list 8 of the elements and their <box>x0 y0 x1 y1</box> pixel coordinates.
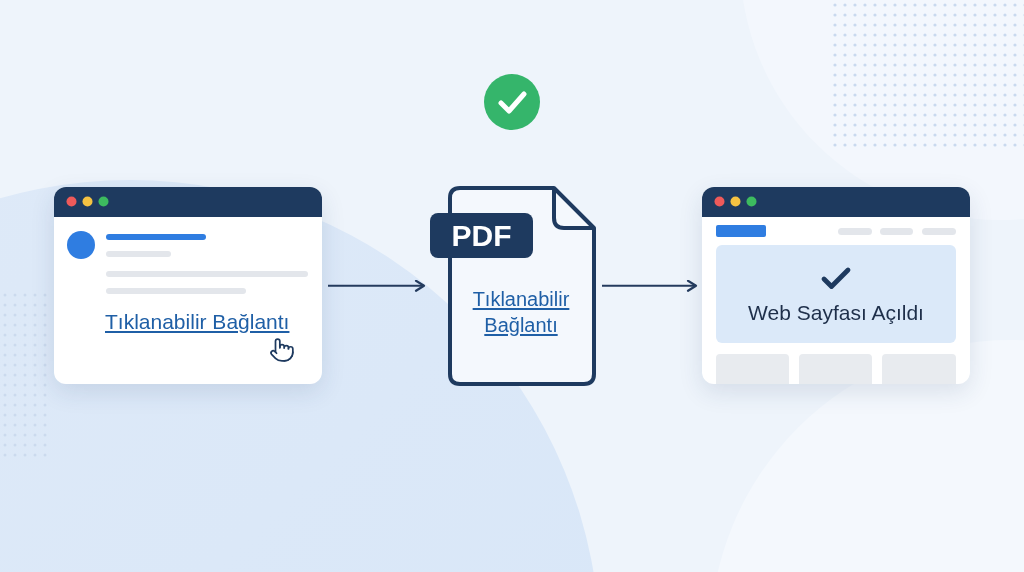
file-type-badge: PDF <box>430 213 533 258</box>
arrow <box>327 279 426 292</box>
link-text: Tıklanabilir Bağlantı <box>105 309 290 335</box>
arrow <box>601 279 698 292</box>
browser-window <box>702 187 970 384</box>
browser-window <box>54 187 322 384</box>
link-text: Tıklanabilir Bağlantı <box>471 287 571 338</box>
status-text: Web Sayfası Açıldı <box>748 300 924 326</box>
